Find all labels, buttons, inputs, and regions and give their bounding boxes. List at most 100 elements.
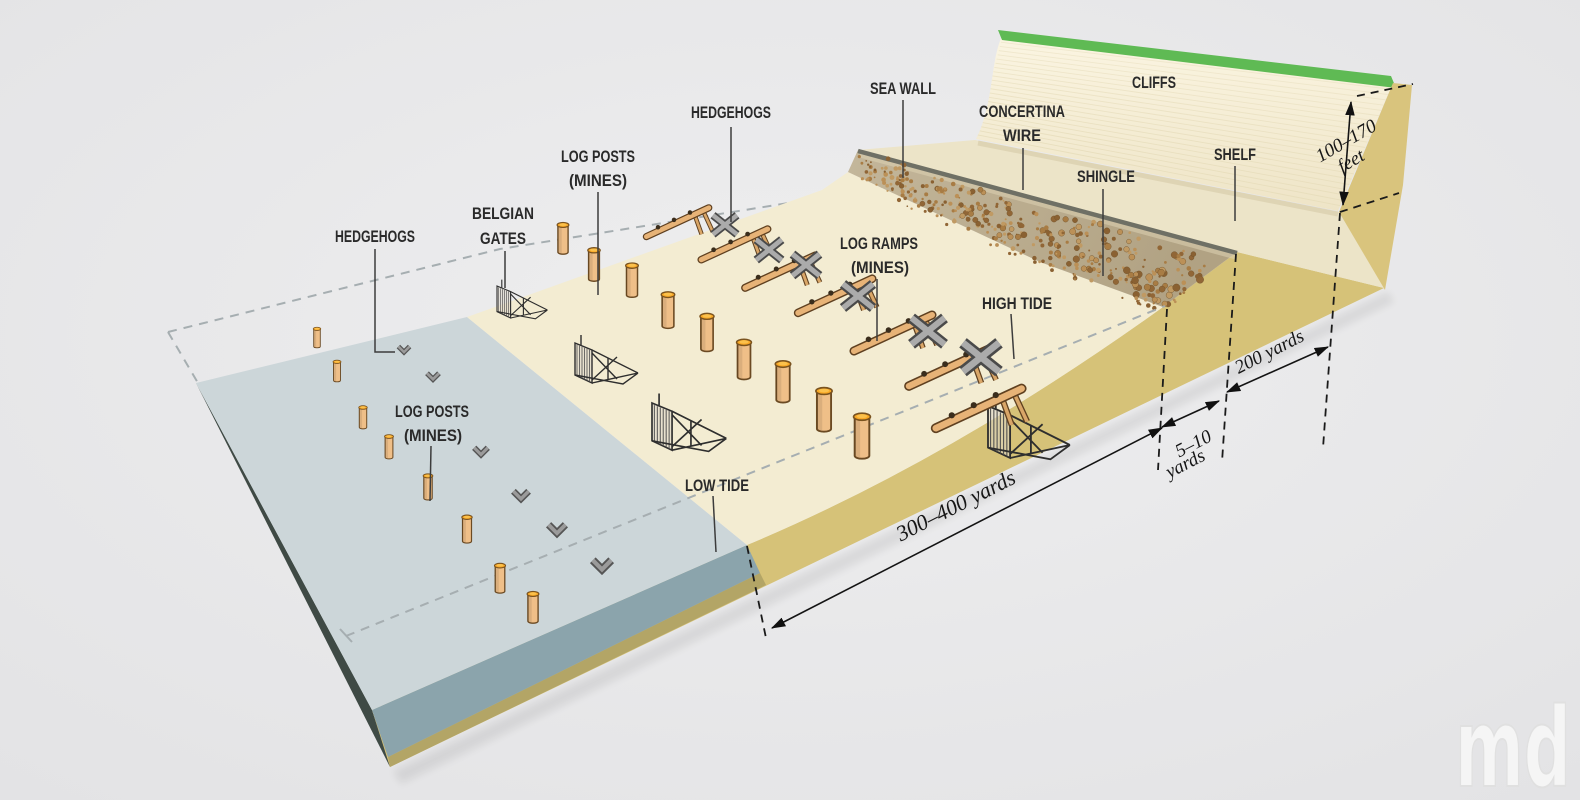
pebble bbox=[996, 232, 1003, 238]
pebble bbox=[906, 190, 911, 194]
label-log-ramps-line1: LOG RAMPS bbox=[840, 234, 918, 253]
pebble bbox=[1118, 276, 1123, 281]
pebble bbox=[1001, 221, 1006, 226]
pebble bbox=[995, 243, 999, 247]
pebble bbox=[867, 163, 870, 166]
label-log-posts-beach-line2: (MINES) bbox=[569, 171, 627, 190]
pebble bbox=[895, 180, 900, 186]
pebble bbox=[1072, 273, 1075, 275]
pebble bbox=[868, 171, 873, 176]
pebble bbox=[865, 178, 869, 182]
pebble bbox=[1015, 233, 1022, 240]
pebble bbox=[1007, 233, 1014, 240]
pebble bbox=[996, 223, 1002, 229]
pebble bbox=[1062, 266, 1066, 270]
pebble bbox=[1062, 216, 1069, 223]
pebble bbox=[1123, 266, 1131, 274]
pebble bbox=[967, 210, 974, 217]
pebble bbox=[1065, 240, 1069, 244]
sea-wall-width-arrow bbox=[1160, 400, 1221, 428]
pebble bbox=[981, 213, 986, 217]
pebble bbox=[910, 207, 913, 210]
pebble bbox=[1045, 229, 1050, 234]
pebble bbox=[900, 163, 903, 166]
pebble bbox=[1019, 251, 1023, 255]
log-post-mine-water bbox=[493, 562, 507, 594]
pebble bbox=[883, 172, 888, 177]
pebble bbox=[889, 182, 893, 186]
pebble bbox=[956, 205, 961, 210]
pebble bbox=[975, 201, 981, 206]
cliff-striation-line bbox=[993, 71, 1375, 127]
pebble bbox=[951, 209, 955, 213]
pebble bbox=[998, 196, 1003, 201]
label-hedgehogs-water: HEDGEHOGS bbox=[335, 227, 415, 246]
pebble bbox=[885, 183, 889, 188]
pebble bbox=[1075, 223, 1082, 231]
pebble bbox=[1143, 258, 1146, 262]
pebble bbox=[1041, 259, 1045, 264]
pebble bbox=[1158, 285, 1166, 293]
pebble bbox=[1123, 246, 1130, 253]
pebble bbox=[1110, 250, 1118, 258]
pebble bbox=[1098, 263, 1101, 266]
pebble bbox=[958, 201, 961, 204]
pebble bbox=[919, 200, 926, 207]
pebble bbox=[977, 186, 984, 193]
log-post-mine-water bbox=[312, 326, 322, 349]
pebble bbox=[875, 183, 878, 186]
pebble bbox=[885, 156, 891, 161]
pebble bbox=[1127, 250, 1132, 255]
pebble bbox=[900, 193, 905, 198]
pebble bbox=[958, 187, 963, 192]
pebble bbox=[943, 187, 947, 191]
pebble bbox=[1087, 225, 1091, 229]
log-post-mine-water bbox=[358, 405, 368, 430]
pebble bbox=[1004, 201, 1008, 205]
pebble bbox=[1104, 242, 1112, 250]
pebble bbox=[1049, 233, 1053, 237]
cliff-striation-line bbox=[979, 125, 1345, 196]
pebble bbox=[1127, 276, 1130, 279]
pebble bbox=[1157, 269, 1165, 277]
pebble bbox=[1198, 268, 1202, 273]
pebble bbox=[1186, 266, 1192, 271]
pebble bbox=[1035, 227, 1040, 231]
pebble bbox=[1048, 250, 1053, 255]
pebble bbox=[969, 188, 976, 195]
cliff-striation-line bbox=[983, 109, 1355, 175]
pebble bbox=[1002, 199, 1005, 202]
pointer-low-tide bbox=[712, 495, 717, 553]
pebble bbox=[1118, 247, 1123, 252]
underwater-sand-front-face bbox=[388, 573, 766, 767]
pebble bbox=[1008, 226, 1015, 232]
pebble bbox=[969, 204, 975, 209]
pebble bbox=[1096, 274, 1100, 277]
pebble bbox=[1131, 276, 1139, 285]
cliff-striation-line bbox=[998, 50, 1387, 101]
cliff-striation-line bbox=[981, 117, 1350, 185]
pebble bbox=[924, 184, 929, 188]
pebble bbox=[975, 220, 981, 227]
pebble bbox=[908, 193, 913, 198]
pebble bbox=[972, 216, 979, 223]
pebble bbox=[1020, 223, 1025, 228]
cliff-striation-line bbox=[985, 100, 1359, 164]
pebble bbox=[1013, 252, 1017, 256]
pebble bbox=[1073, 277, 1076, 281]
pebble bbox=[1103, 227, 1111, 235]
pebble bbox=[1143, 283, 1151, 291]
pebble bbox=[1115, 267, 1117, 270]
pebble bbox=[1086, 259, 1091, 263]
pebble bbox=[966, 226, 971, 231]
pebble bbox=[1170, 251, 1178, 259]
pebble bbox=[1128, 253, 1136, 261]
pebble bbox=[982, 217, 986, 221]
pebble bbox=[966, 190, 971, 195]
pebble bbox=[1182, 249, 1185, 253]
pebble bbox=[883, 170, 886, 173]
log-post-mine-beach bbox=[556, 221, 570, 255]
md-watermark-logo: md bbox=[1455, 684, 1571, 800]
pebble bbox=[1034, 235, 1040, 241]
label-log-posts-water-line2: (MINES) bbox=[404, 426, 462, 445]
